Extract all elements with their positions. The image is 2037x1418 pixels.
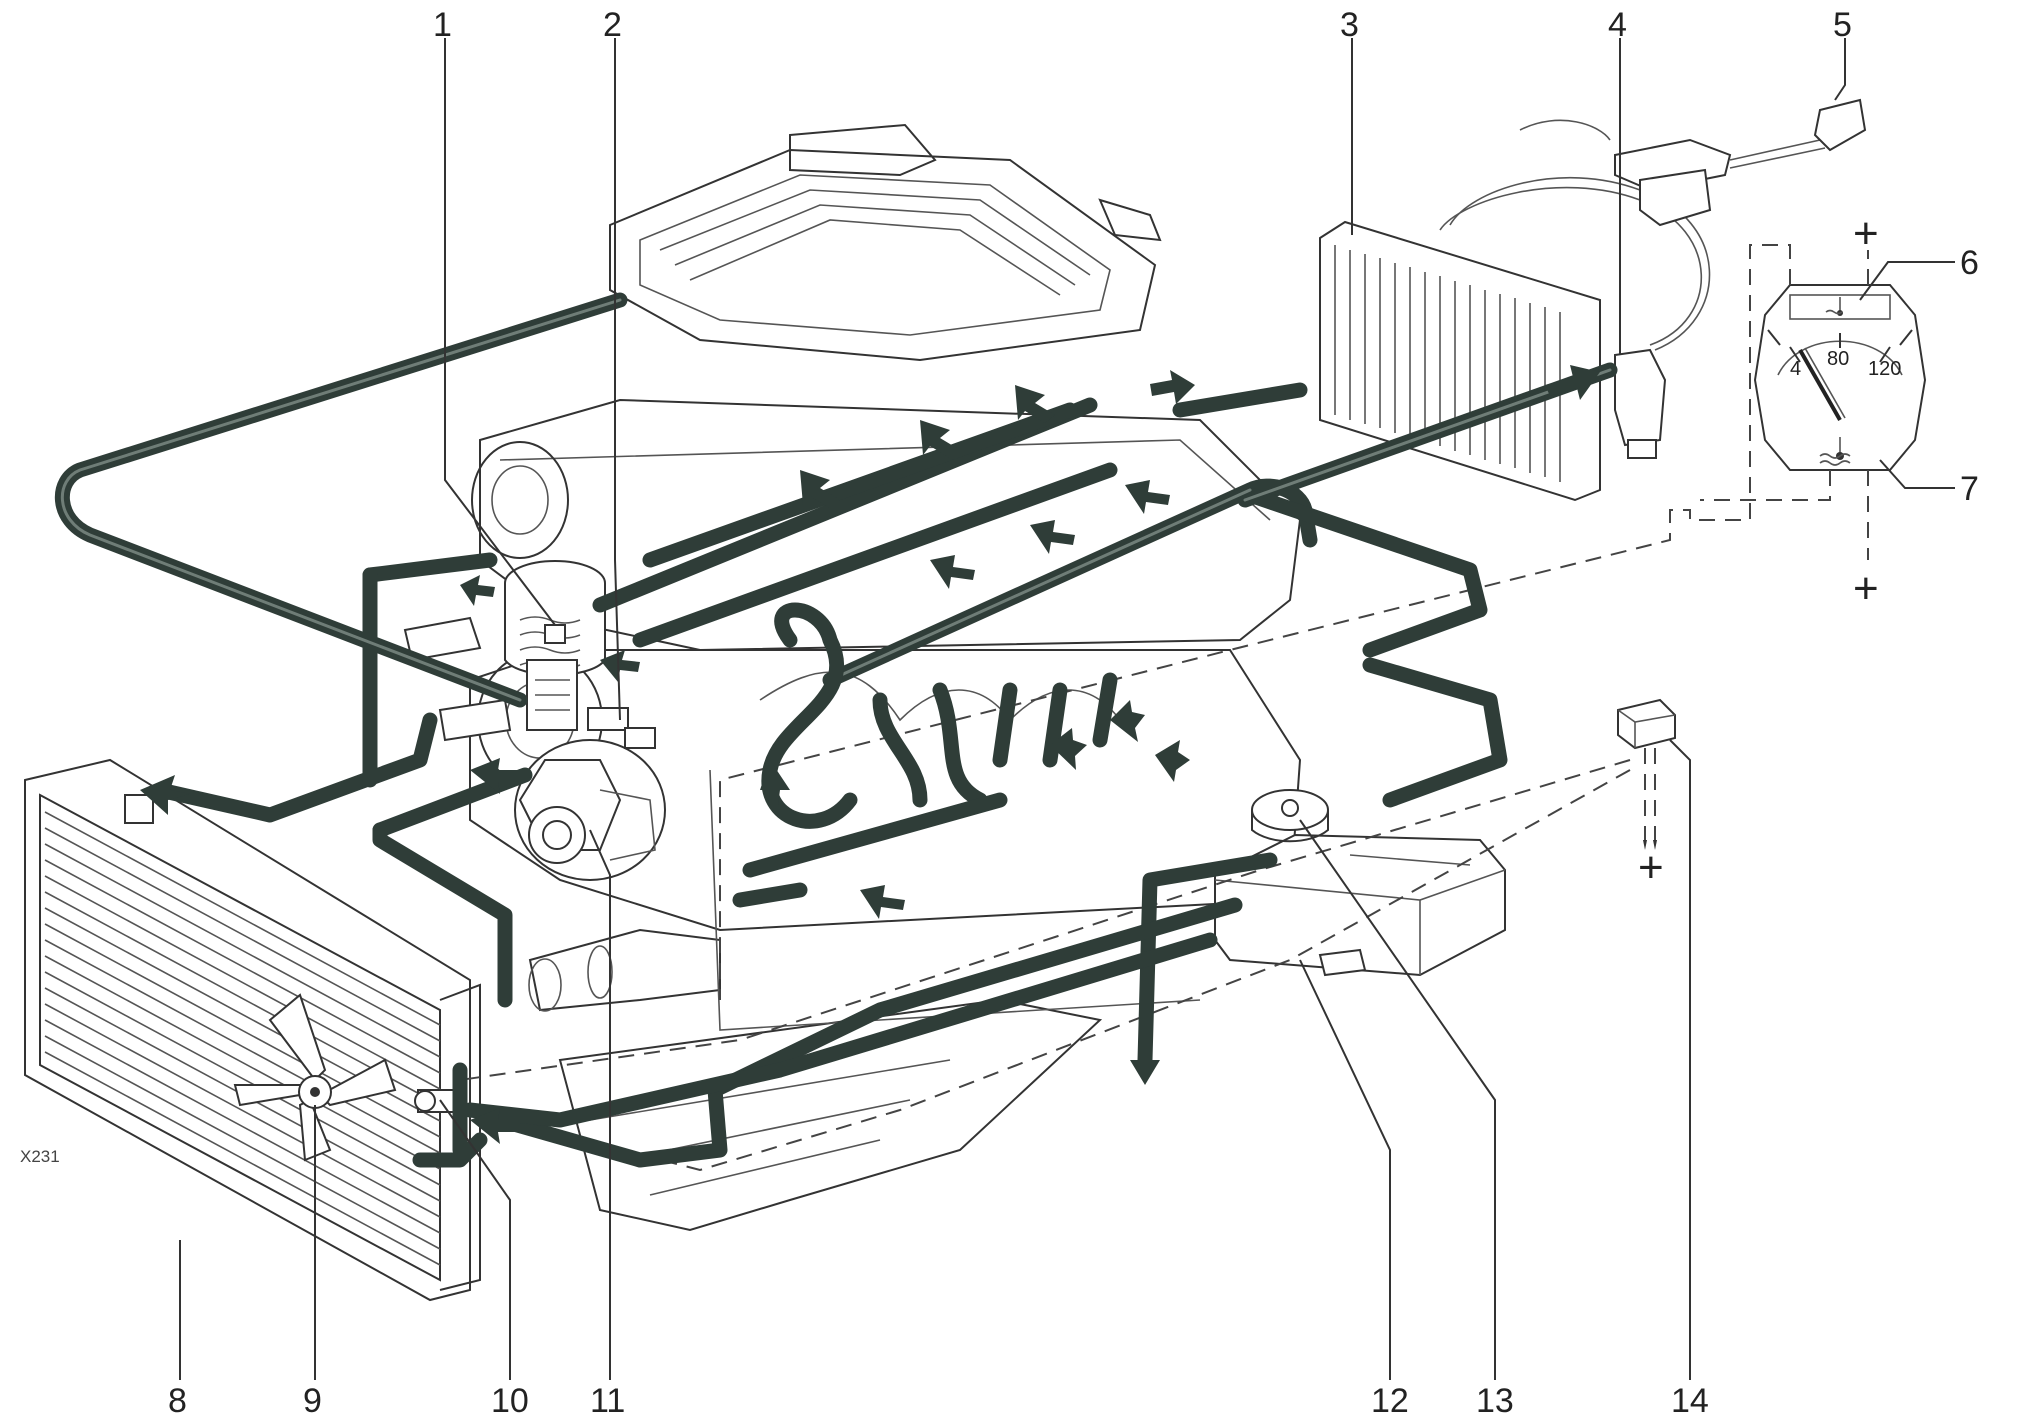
callout-11: 11 — [590, 1382, 625, 1418]
water-jacket — [732, 602, 1118, 908]
callout-10: 10 — [491, 1382, 529, 1418]
gauge-scale-high: 120 — [1868, 358, 1901, 380]
arrow-runner-3 — [1015, 385, 1055, 423]
callout-14: 14 — [1671, 1382, 1709, 1418]
coolant-temp-icon — [1819, 297, 1851, 466]
figure-code: X231 — [20, 1147, 60, 1166]
arrow-block-3 — [1050, 728, 1087, 770]
cooling-fan — [233, 993, 397, 1162]
expansion-tank — [1214, 789, 1506, 977]
callout-9: 9 — [303, 1382, 322, 1418]
engine-block — [469, 123, 1302, 1232]
temperature-gauge: 4 80 120 — [719, 244, 1927, 1000]
radiator — [24, 758, 481, 1302]
callout-12: 12 — [1371, 1382, 1409, 1418]
thermostat-housing — [403, 560, 606, 742]
callout-4: 4 — [1608, 6, 1627, 44]
leader-lines — [179, 38, 1955, 1380]
wire-sender — [459, 759, 1631, 1081]
temperature-switch — [1617, 698, 1676, 850]
arrow-head-3 — [930, 555, 975, 589]
arrow-pump — [470, 758, 520, 794]
gauge-scale-low: 4 — [1790, 358, 1801, 380]
callout-13: 13 — [1476, 1382, 1514, 1418]
arrow-runner-1 — [800, 470, 840, 508]
callout-7: 7 — [1960, 470, 1979, 508]
callout-2: 2 — [603, 6, 622, 44]
coolant-hoses — [54, 292, 1618, 1168]
plus-gauge-bottom: + — [1853, 564, 1879, 613]
callout-8: 8 — [168, 1382, 187, 1418]
arrow-head-1 — [1125, 480, 1170, 514]
radiator-fins — [44, 811, 441, 1266]
arrow-heater-inlet — [1150, 370, 1195, 404]
callout-5: 5 — [1833, 6, 1852, 44]
callout-1: 1 — [433, 6, 452, 44]
callout-6: 6 — [1960, 244, 1979, 282]
arrow-thermostat — [600, 650, 640, 682]
callout-numbers: 1 2 3 4 5 6 7 8 9 10 11 12 13 14 — [168, 6, 1979, 1418]
arrow-valve — [1545, 365, 1600, 400]
callout-3: 3 — [1340, 6, 1359, 44]
heater-core — [1319, 98, 1867, 502]
arrow-tank-down — [1130, 1040, 1160, 1085]
arrow-pump-inlet — [470, 1108, 520, 1144]
plus-switch: + — [1638, 843, 1664, 892]
arrow-lower — [860, 885, 905, 919]
heater-fins — [1334, 245, 1561, 482]
temperature-sender — [587, 707, 656, 749]
arrow-block-2 — [1110, 700, 1145, 742]
arrow-jacket — [760, 760, 790, 805]
arrow-to-radiator-top — [140, 775, 190, 815]
arrow-runner-2 — [920, 420, 960, 458]
plus-gauge-top: + — [1853, 209, 1879, 258]
water-pump — [514, 739, 666, 881]
flow-arrows — [140, 365, 1600, 1144]
arrow-block-1 — [1155, 740, 1190, 782]
gauge-scale-mid: 80 — [1827, 348, 1849, 370]
arrow-bypass — [460, 575, 495, 606]
arrow-head-2 — [1030, 520, 1075, 554]
